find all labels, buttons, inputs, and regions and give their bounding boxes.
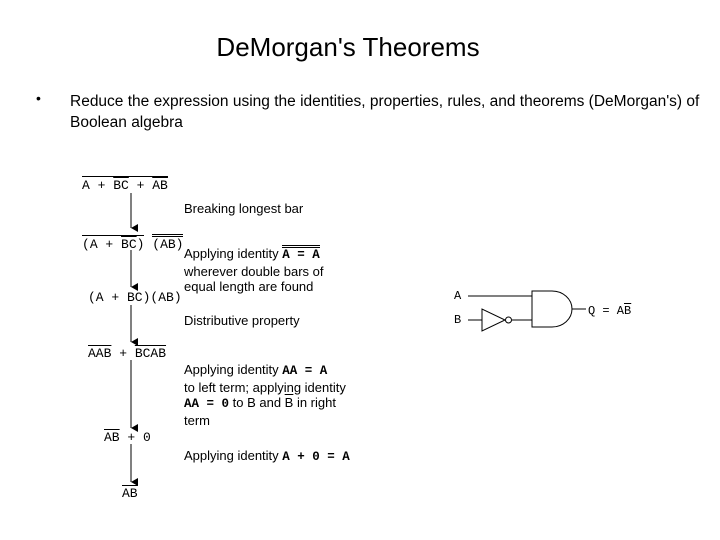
- expr1-bc: BC: [113, 178, 129, 193]
- expr4-left: AAB: [88, 346, 112, 361]
- bullet-marker: •: [36, 90, 41, 106]
- expr5-ab: AB: [104, 430, 120, 445]
- step-4-note: Applying identity AA = A to left term; a…: [184, 362, 346, 428]
- expression-3: (A + BC)(AB): [88, 290, 182, 305]
- not-bubble: [505, 316, 512, 324]
- expr1-plus: +: [89, 178, 114, 193]
- identity-idempotent: AA = A: [282, 364, 328, 378]
- expression-1: A + BC + AB: [82, 176, 168, 193]
- identity-complement: AA = 0: [184, 397, 230, 411]
- expr1-plus2: +: [128, 178, 153, 193]
- bullet-text: Reduce the expression using the identiti…: [70, 93, 700, 131]
- input-a-label: A: [454, 289, 462, 303]
- expression-6: AB: [122, 486, 138, 501]
- expression-5: AB + 0: [104, 430, 151, 445]
- expression-2: (A + BC) (AB): [82, 234, 184, 252]
- input-b-label: B: [454, 313, 462, 327]
- expr2-bc: BC: [121, 237, 137, 252]
- step-3-note: Distributive property: [184, 313, 300, 328]
- expr2-a: A: [89, 237, 98, 252]
- step-1-note: Breaking longest bar: [184, 201, 304, 216]
- and-gate: [531, 290, 573, 328]
- expr2-ab: (AB): [152, 234, 184, 252]
- logic-circuit-diagram: [468, 290, 586, 332]
- expr4-right: BCAB: [134, 346, 167, 361]
- identity-zero: A + 0 = A: [282, 450, 350, 464]
- slide-title: DeMorgan's Theorems: [216, 32, 480, 62]
- expr1-a: A: [82, 178, 90, 193]
- expression-4: AAB + BCAB: [88, 346, 167, 361]
- step-5-note: Applying identity A + 0 = A: [184, 448, 350, 464]
- step-2-note: Applying identity A = A wherever double …: [184, 245, 324, 294]
- not-gate: [481, 308, 507, 332]
- identity-double-negation: A = A: [282, 245, 320, 262]
- output-q-label: Q = AB: [588, 304, 632, 318]
- expr1-ab: AB: [152, 178, 168, 193]
